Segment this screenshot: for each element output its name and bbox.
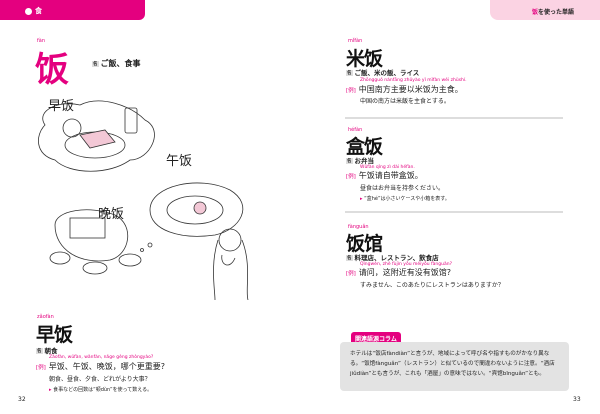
main-meaning: 名ご飯、食事 [92,58,141,69]
example-zh: [例]早饭、午饭、晚饭，哪个更重要? [36,361,165,372]
example-jp: すみません、このあたりにレストランはありますか？ [360,282,504,289]
meaning-text: お弁当 [354,157,375,165]
tab-highlight: 饭 [532,9,539,16]
example-label: [例] [36,365,46,371]
note-text: 食事などの回数は“顿dùn”を使って数える。 [53,387,153,393]
pos-tag: 名 [36,348,43,354]
entry-pinyin: fànguǎn [348,224,369,230]
example-jp: 朝食、昼食、夕食、どれがより大事？ [49,376,151,383]
example-pinyin: Wǔfàn qǐng zì dài héfàn. [360,165,415,170]
meals-illustration [38,100,249,300]
column-title: 関連語源コラム [351,332,401,345]
main-pinyin: fàn [37,38,45,44]
example-text: 早饭、午饭、晚饭，哪个更重要? [48,362,166,371]
section-label: 食 [35,7,42,15]
example-jp: 昼食はお弁当を持参ください。 [360,185,445,192]
example-text: 午饭请自带盒饭。 [358,171,423,180]
divider [345,211,563,213]
pos-tag: 名 [346,158,353,164]
example-pinyin: Zhōngguó nánfāng zhǔyào yǐ mǐfàn wéi zhǔ… [360,78,467,83]
meaning-text: 料理店、レストラン、飲食店 [354,254,439,262]
example-jp: 中国の南方は米飯を主食とする。 [360,98,450,105]
example-label: [例] [346,271,356,277]
entry-hanzi: 饭馆 [346,233,383,255]
column-box: ホテルは“饭店fàndiàn”と言うが、地域によって呼び名や指すものがかなり異な… [340,342,569,391]
example-label: [例] [346,174,356,180]
label-lunch: 午饭 [166,154,193,169]
example-zh: [例]中国南方主要以米饭为主食。 [346,84,463,95]
play-circle-icon [25,8,32,15]
label-breakfast: 早饭 [48,99,75,114]
entry-note: ▸ 食事などの回数は“顿dùn”を使って数える。 [49,387,153,393]
column-body: ホテルは“饭店fàndiàn”と言うが、地域によって呼び名や指すものがかなり異な… [350,351,555,377]
entry-pinyin: héfàn [348,127,363,133]
entry-meaning: 名料理店、レストラン、飲食店 [346,252,439,262]
example-zh: [例]午饭请自带盒饭。 [346,170,423,181]
entry-hanzi: 早饭 [36,324,73,346]
example-text: 请问，这附近有没有饭馆? [358,268,452,277]
example-text: 中国南方主要以米饭为主食。 [358,85,463,94]
note-text: “盒hé”は小さいケースや小箱を表す。 [364,196,450,202]
entry-note: ▸ “盒hé”は小さいケースや小箱を表す。 [360,196,450,202]
example-label: [例] [346,88,356,94]
page-number-left: 32 [18,396,26,403]
meaning-text: ご飯、食事 [100,59,141,68]
entry-meaning: 名ご飯、米の飯、ライス [346,67,419,77]
section-header-bar: 食 [0,0,145,20]
entry-hanzi: 米饭 [346,48,383,70]
tab-text: を使った単語 [538,9,575,16]
divider [345,117,563,119]
entry-meaning: 名朝食 [36,345,58,355]
entry-meaning: 名お弁当 [346,155,374,165]
example-pinyin: Zǎofàn, wǔfàn, wǎnfàn, nǎge gèng zhòngyà… [49,355,154,360]
label-dinner: 晚饭 [98,207,125,222]
example-zh: [例]请问，这附近有没有饭馆? [346,267,451,278]
entry-pinyin: zǎofàn [37,314,54,320]
page-number-right: 33 [573,396,581,403]
topic-tab: 饭を使った単語 [490,0,600,20]
pos-tag: 名 [346,70,353,76]
entry-hanzi: 盒饭 [346,136,383,158]
meaning-text: 朝食 [44,347,58,355]
meaning-text: ご飯、米の飯、ライス [354,69,420,77]
example-pinyin: Qǐngwèn, zhè fùjìn yǒu méiyǒu fànguǎn? [360,262,452,267]
pos-tag: 名 [92,60,99,67]
entry-pinyin: mǐfàn [348,38,363,44]
pos-tag: 名 [346,255,353,261]
main-hanzi: 饭 [35,50,69,90]
